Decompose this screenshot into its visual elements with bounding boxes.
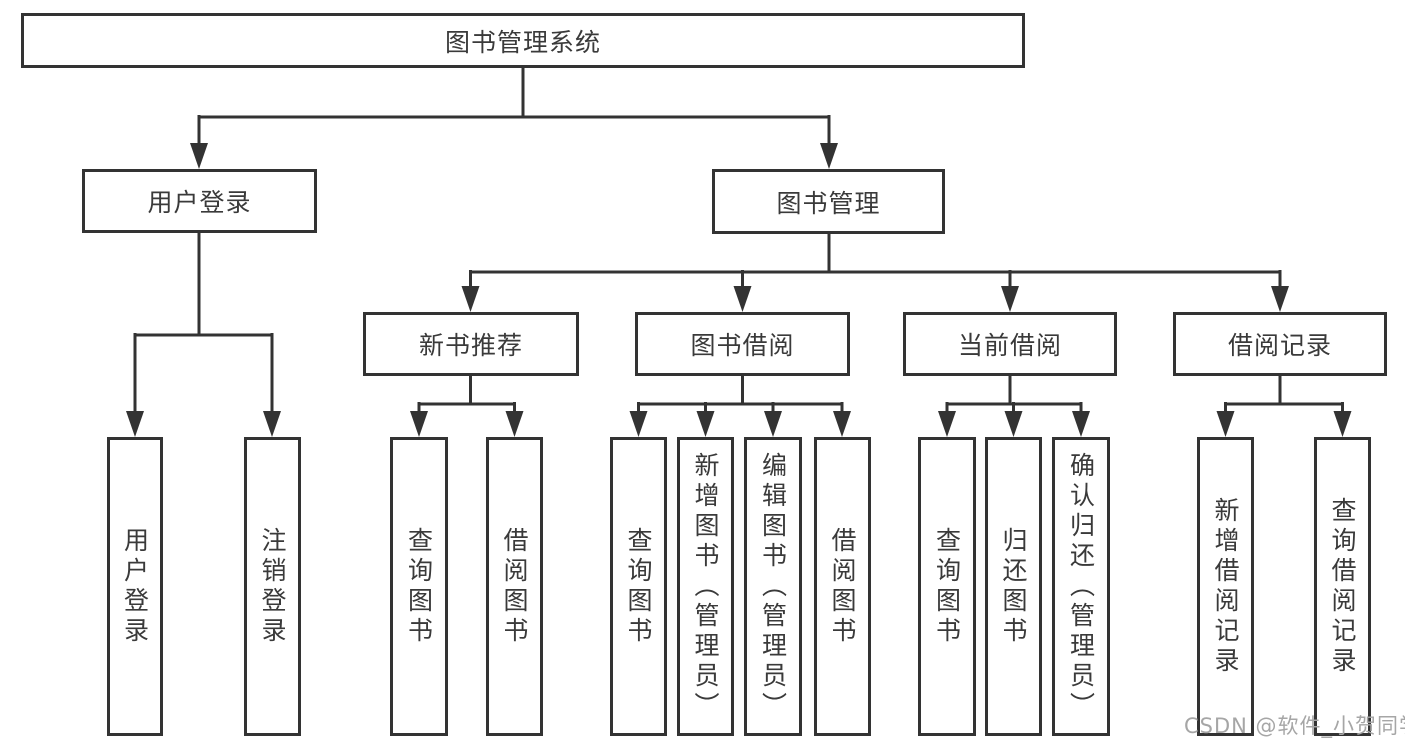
leaf-return-books-label: 归还图书 [999, 526, 1028, 647]
leaf-query-books-borrow: 查询图书 [610, 437, 667, 736]
leaf-query-books-recommend-label: 查询图书 [404, 526, 434, 647]
connector-root [197, 68, 831, 152]
arrow-down-icon [833, 411, 851, 437]
connector-book-management [469, 234, 1282, 296]
arrow-down-icon [1333, 411, 1352, 437]
leaf-query-books-borrow-label: 查询图书 [624, 526, 653, 647]
leaf-borrow-books-label: 借阅图书 [828, 526, 857, 647]
node-book-management: 图书管理 [712, 169, 945, 234]
leaf-user-login-label: 用户登录 [120, 526, 150, 647]
node-new-book-recommend: 新书推荐 [363, 312, 579, 376]
arrow-down-icon [938, 411, 956, 437]
leaf-query-books-current: 查询图书 [918, 437, 976, 736]
arrow-down-icon [733, 286, 752, 312]
arrow-down-icon [1004, 411, 1023, 437]
leaf-confirm-return-admin: 确认归还（管理员） [1052, 437, 1110, 736]
leaf-user-login: 用户登录 [107, 437, 163, 736]
leaf-borrow-books-recommend: 借阅图书 [486, 437, 543, 736]
leaf-add-borrow-record: 新增借阅记录 [1197, 437, 1254, 736]
arrow-down-icon [1216, 411, 1235, 437]
node-user-login-label: 用户登录 [147, 188, 252, 217]
arrow-down-icon [263, 411, 281, 437]
leaf-add-book-admin-label: 新增图书（管理员） [691, 451, 720, 722]
leaf-borrow-books: 借阅图书 [814, 437, 871, 736]
arrow-down-icon [820, 143, 838, 169]
arrow-down-icon [696, 411, 715, 437]
node-user-login: 用户登录 [82, 169, 317, 233]
node-library-system-label: 图书管理系统 [444, 27, 601, 57]
node-current-borrow-label: 当前借阅 [957, 331, 1062, 360]
connector-borrow-records [1224, 376, 1344, 420]
arrow-down-icon [461, 286, 480, 312]
node-new-book-recommend-label: 新书推荐 [418, 331, 523, 360]
arrow-down-icon [410, 411, 428, 437]
node-current-borrow: 当前借阅 [903, 312, 1117, 376]
node-borrow-records: 借阅记录 [1173, 312, 1387, 376]
leaf-query-borrow-record-label: 查询借阅记录 [1328, 496, 1357, 677]
arrow-down-icon [629, 411, 648, 437]
leaf-edit-book-admin: 编辑图书（管理员） [744, 437, 802, 736]
node-book-borrow-label: 图书借阅 [690, 331, 795, 360]
leaf-add-borrow-record-label: 新增借阅记录 [1211, 496, 1240, 677]
arrow-down-icon [764, 411, 782, 437]
leaf-query-books-current-label: 查询图书 [932, 526, 962, 647]
arrow-down-icon [1001, 286, 1019, 312]
arrow-down-icon [505, 411, 524, 437]
node-book-borrow: 图书借阅 [635, 312, 850, 376]
leaf-confirm-return-admin-label: 确认归还（管理员） [1066, 451, 1096, 722]
leaf-query-books-recommend: 查询图书 [390, 437, 448, 736]
leaf-borrow-books-recommend-label: 借阅图书 [500, 526, 529, 647]
node-borrow-records-label: 借阅记录 [1227, 331, 1332, 360]
leaf-logout: 注销登录 [244, 437, 301, 736]
node-book-management-label: 图书管理 [776, 188, 881, 218]
leaf-edit-book-admin-label: 编辑图书（管理员） [758, 451, 788, 722]
connector-new-book-recommend [417, 376, 516, 420]
arrow-down-icon [190, 143, 208, 169]
leaf-logout-label: 注销登录 [258, 526, 287, 647]
csdn-watermark: CSDN @软件_小贺同学 [1184, 714, 1405, 738]
leaf-query-borrow-record: 查询借阅记录 [1314, 437, 1371, 736]
connector-book-borrow [637, 376, 844, 420]
arrow-down-icon [126, 411, 144, 437]
leaf-add-book-admin: 新增图书（管理员） [677, 437, 734, 736]
arrow-down-icon [1072, 411, 1090, 437]
node-library-system: 图书管理系统 [21, 13, 1025, 68]
connector-user-login [133, 233, 274, 420]
arrow-down-icon [1271, 286, 1289, 312]
leaf-return-books: 归还图书 [985, 437, 1042, 736]
